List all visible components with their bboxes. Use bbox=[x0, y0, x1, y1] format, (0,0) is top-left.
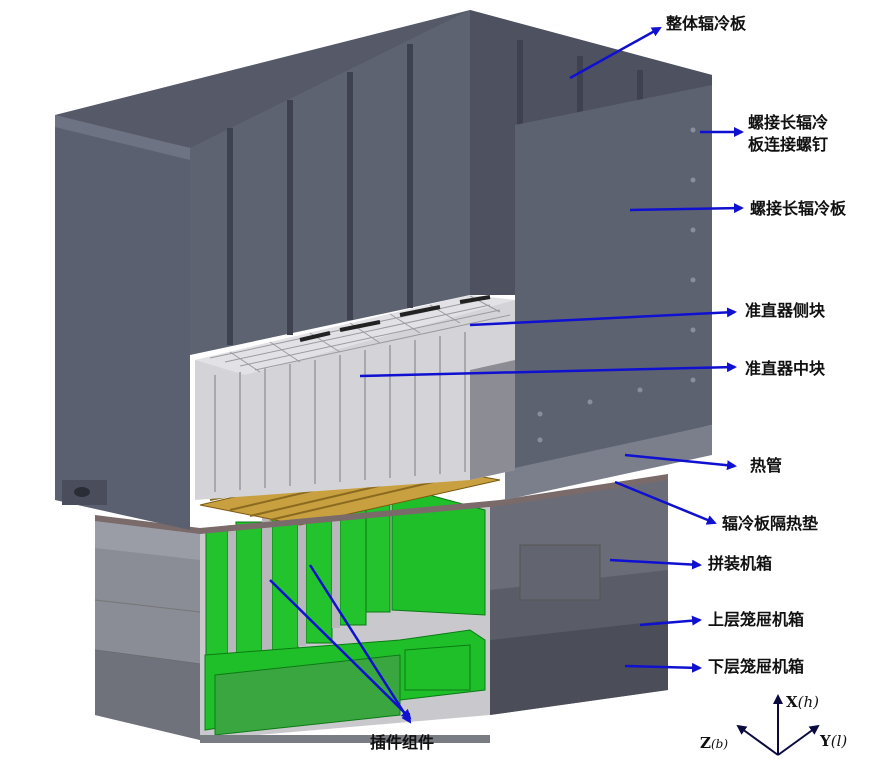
arrow-plugin-1 bbox=[269, 579, 412, 720]
chassis-body bbox=[94, 478, 668, 740]
plugin-area bbox=[200, 484, 490, 743]
label-overall-cold-plate: 整体辐冷板 bbox=[666, 14, 747, 33]
arrow-insulation-pad bbox=[614, 480, 717, 525]
arrow-overall-cold-plate bbox=[569, 26, 662, 80]
axis-x-name: X bbox=[786, 693, 798, 711]
axis-y-name: Y bbox=[820, 732, 831, 750]
arrow-assembled-chassis bbox=[609, 558, 702, 570]
axis-z-sub: b bbox=[715, 737, 724, 751]
axis-z-name: Z bbox=[700, 734, 711, 752]
arrow-collimator-middle bbox=[359, 362, 737, 378]
z-axis bbox=[736, 724, 779, 756]
arrow-collimator-side bbox=[469, 307, 737, 327]
collimator bbox=[195, 295, 515, 500]
label-screw-long-plate: 螺接长辐冷板 bbox=[750, 199, 847, 218]
axis-y-sub: l bbox=[836, 732, 842, 750]
y-axis bbox=[777, 724, 820, 756]
arrow-plugin-2 bbox=[308, 564, 412, 724]
label-assembled-chassis: 拼装机箱 bbox=[708, 554, 773, 573]
arrow-screw-long-plate bbox=[629, 203, 744, 214]
label-upper-cage: 上层笼屉机箱 bbox=[708, 610, 805, 629]
label-lower-cage: 下层笼屉机箱 bbox=[708, 657, 805, 676]
arrow-heat-pipe bbox=[624, 453, 737, 471]
label-plugin-assembly: 插件组件 bbox=[370, 733, 435, 752]
axis-x-sub: h bbox=[803, 693, 814, 711]
insulation-pad bbox=[95, 474, 668, 534]
label-screw-bolts-line1: 螺接长辐冷 bbox=[748, 113, 829, 132]
arrow-upper-cage bbox=[639, 615, 702, 627]
label-collimator-middle: 准直器中块 bbox=[745, 359, 826, 378]
leader-arrows bbox=[269, 26, 744, 724]
screw-holes bbox=[537, 127, 696, 443]
axis-label-z: Z(b) bbox=[700, 734, 729, 752]
axis-label-x: X(h) bbox=[786, 693, 820, 711]
label-insulation-pad: 辐冷板隔热垫 bbox=[722, 514, 819, 533]
cold-plate-box bbox=[55, 10, 712, 530]
label-screw-bolts-line2: 板连接螺钉 bbox=[748, 135, 829, 154]
axis-label-y: Y(l) bbox=[820, 732, 848, 750]
arrow-lower-cage bbox=[624, 662, 702, 673]
label-collimator-side: 准直器侧块 bbox=[745, 301, 826, 320]
coordinate-axes bbox=[736, 694, 820, 756]
label-heat-pipe: 热管 bbox=[750, 456, 783, 475]
